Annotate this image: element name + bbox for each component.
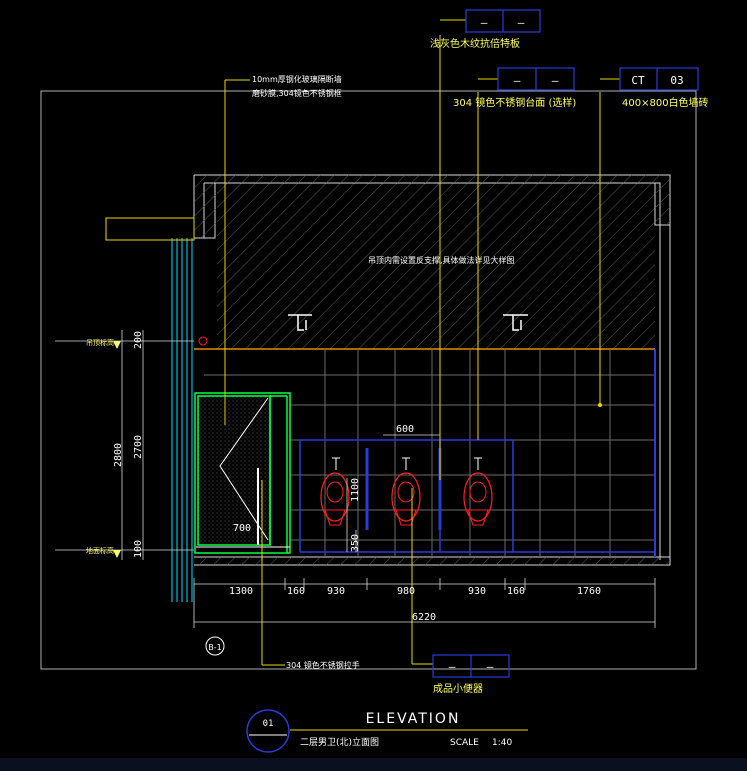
tag-top-number: — xyxy=(518,16,525,29)
tag-right xyxy=(619,67,699,91)
leader-lines xyxy=(224,19,620,666)
tag-bottom-note: 成品小便器 xyxy=(433,682,483,695)
dim-bottom-7: 1760 xyxy=(577,586,601,597)
dim-vertical-top: 200 xyxy=(133,331,144,349)
dim-bottom-3: 930 xyxy=(327,586,345,597)
tag-bottom xyxy=(432,654,510,678)
tag-right-note: 400×800白色墙砖 xyxy=(622,96,709,109)
tag-right-code: CT xyxy=(631,74,645,87)
urinal-2 xyxy=(391,457,421,526)
title-subtitle: 二层男卫(北)立面图 xyxy=(300,736,379,748)
vertical-pipes xyxy=(171,238,193,602)
tag-top-note: 浅灰色木纹抗倍特板 xyxy=(430,37,520,50)
handle-note: 304 镜色不锈钢拉手 xyxy=(286,660,360,670)
section-marker-label: B-1 xyxy=(208,643,221,652)
tag-middle-number: — xyxy=(552,74,559,87)
door-swing xyxy=(219,397,269,541)
floor-level-label: 地面标高 xyxy=(86,546,114,555)
tag-middle-code: — xyxy=(514,74,521,87)
dim-bottom-5: 930 xyxy=(468,586,486,597)
tag-top-code: — xyxy=(481,16,488,29)
floor-hatch xyxy=(194,557,670,565)
dim-vertical-total: 2800 xyxy=(113,443,124,467)
dim-total-width: 6220 xyxy=(412,612,436,623)
glass-note-line1: 10mm厚钢化玻璃隔断墙 xyxy=(252,74,342,84)
drawing-frame xyxy=(40,90,697,670)
dim-bottom-2: 160 xyxy=(287,586,305,597)
ceiling-level-label: 吊顶标高 xyxy=(86,338,114,347)
tag-middle xyxy=(497,67,575,91)
tile-grid xyxy=(204,349,655,557)
tag-middle-note: 304 镜色不锈钢台面 (选样) xyxy=(453,96,576,109)
tag-right-number: 03 xyxy=(670,74,683,87)
bottom-strip xyxy=(0,758,747,771)
tag-top xyxy=(465,9,541,33)
ceiling-hangers xyxy=(288,314,528,331)
title-scale-label: SCALE xyxy=(450,738,479,748)
urinal-3 xyxy=(463,457,493,526)
dim-urinal-height: 1100 xyxy=(350,478,361,502)
title-circle xyxy=(246,709,290,753)
dim-vertical-inner: 2700 xyxy=(133,435,144,459)
dim-bottom-1: 1300 xyxy=(229,586,253,597)
title-scale-value: 1:40 xyxy=(492,738,512,748)
dim-urinal-base: 350 xyxy=(350,534,361,552)
tag-bottom-number: — xyxy=(487,660,494,673)
urinal-1 xyxy=(320,457,350,526)
dim-vertical-bottom: 100 xyxy=(133,540,144,558)
dimension-lines xyxy=(55,330,656,628)
dim-door-width: 700 xyxy=(233,523,251,534)
ceiling-note: 吊顶内需设置反支撑,具体做法详见大样图 xyxy=(368,255,515,265)
ceiling-zone xyxy=(217,183,655,349)
tag-bottom-code: — xyxy=(449,660,456,673)
wall-symbol xyxy=(198,336,208,346)
leader-dot xyxy=(598,403,602,407)
dim-bottom-6: 160 xyxy=(507,586,525,597)
title-number: 01 xyxy=(263,719,274,729)
dim-bottom-4: 980 xyxy=(397,586,415,597)
wall-hatch-left xyxy=(194,183,216,238)
dim-urinal-spacing: 600 xyxy=(396,424,414,435)
wall-hatch-right xyxy=(655,183,670,225)
glass-note-line2: 磨砂膜,304镜色不锈钢框 xyxy=(252,88,342,98)
wall-hatch-top xyxy=(194,175,670,183)
urinal-dividers xyxy=(365,448,442,530)
left-ledge xyxy=(105,217,195,241)
title-text: ELEVATION xyxy=(366,711,461,727)
level-markers xyxy=(113,341,121,558)
section-marker-circle xyxy=(205,636,225,656)
